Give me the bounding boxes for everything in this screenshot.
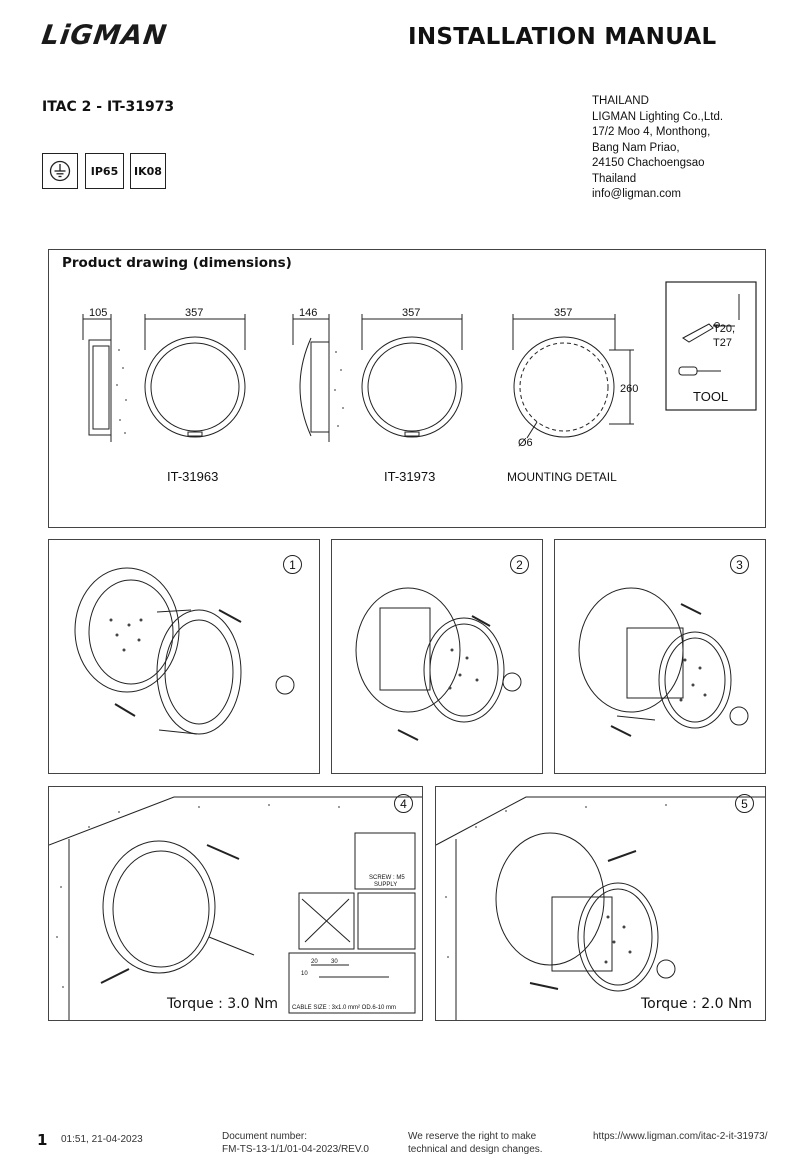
cable-dim: 30 — [331, 959, 338, 965]
step-4-illustration: SCREW : M5 SUPPLY 20 30 10 CABLE SIZE : … — [49, 796, 422, 1020]
address-line: Thailand — [592, 172, 637, 185]
cable-dim: 10 — [301, 971, 308, 977]
address-line: Bang Nam Priao, — [592, 141, 680, 154]
torque-label: Torque : 2.0 Nm — [641, 996, 753, 1012]
cable-dim: 20 — [311, 959, 318, 965]
step-number: 1 — [283, 555, 302, 574]
company-address: THAILAND LIGMAN Lighting Co.,Ltd. 17/2 M… — [592, 94, 723, 203]
doc-number-value: FM-TS-13-1/1/01-04-2023/REV.0 — [222, 1143, 369, 1155]
tool-label: TOOL — [693, 389, 728, 404]
screw-spec: SCREW : M5 — [369, 875, 405, 881]
step-3-panel: 3 — [554, 539, 766, 774]
footer-document-number: Document number: FM-TS-13-1/1/01-04-2023… — [222, 1131, 369, 1156]
ip-rating-badge: IP65 — [85, 153, 124, 189]
step-5-panel: 5 Torque : 2.0 Nm — [435, 786, 766, 1021]
page-number: 1 — [37, 1131, 48, 1149]
dim-label: Ø6 — [518, 437, 533, 449]
step-1-panel: 1 — [48, 539, 320, 774]
mounting-label: MOUNTING DETAIL — [507, 470, 617, 484]
step-3-illustration — [578, 587, 749, 737]
document-title: INSTALLATION MANUAL — [408, 24, 717, 50]
dim-label: 260 — [620, 383, 638, 395]
product-drawing-panel: Product drawing (dimensions) — [48, 249, 766, 528]
address-line: 17/2 Moo 4, Monthong, — [592, 126, 711, 138]
step-number: 4 — [394, 794, 413, 813]
model-label: IT-31963 — [167, 469, 218, 484]
step-number: 3 — [730, 555, 749, 574]
footer-notice: We reserve the right to make technical a… — [408, 1131, 543, 1156]
dimension-drawings: 105 357 146 357 357 260 Ø6 T20, T27 IT-3… — [82, 281, 757, 484]
notice-line: technical and design changes. — [408, 1143, 543, 1155]
tool-size: T27 — [713, 337, 732, 349]
doc-number-label: Document number: — [222, 1131, 308, 1142]
step-2-panel: 2 — [331, 539, 543, 774]
model-label: IT-31973 — [384, 469, 435, 484]
step-5-illustration — [436, 796, 765, 1020]
dim-label: 105 — [89, 307, 107, 319]
dim-label: 146 — [299, 307, 317, 319]
dim-label: 357 — [554, 307, 572, 319]
notice-line: We reserve the right to make — [408, 1131, 537, 1142]
dim-label: 357 — [185, 307, 203, 319]
address-line: LIGMAN Lighting Co.,Ltd. — [592, 110, 724, 123]
panel-title: Product drawing (dimensions) — [62, 255, 292, 271]
address-line: THAILAND — [592, 95, 649, 107]
step-1-illustration — [74, 567, 295, 735]
footer-url[interactable]: https://www.ligman.com/itac-2-it-31973/ — [593, 1131, 768, 1142]
step-2-illustration — [355, 587, 522, 741]
ground-symbol-icon — [42, 153, 78, 189]
ik-rating-badge: IK08 — [130, 153, 166, 189]
step-number: 2 — [510, 555, 529, 574]
tool-size: T20, — [713, 323, 735, 335]
product-code: ITAC 2 - IT-31973 — [42, 99, 175, 115]
cable-size: CABLE SIZE : 3x1.0 mm² OD.6-10 mm — [292, 1005, 396, 1011]
ligman-logo: LiGMAN — [39, 20, 170, 51]
screw-supply: SUPPLY — [374, 882, 397, 888]
step-number: 5 — [735, 794, 754, 813]
torque-label: Torque : 3.0 Nm — [167, 996, 279, 1012]
dim-label: 357 — [402, 307, 420, 319]
step-4-panel: 4 SCREW : M5 SUPPLY 20 30 — [48, 786, 423, 1021]
address-email[interactable]: info@ligman.com — [592, 188, 682, 200]
address-line: 24150 Chachoengsao — [592, 157, 705, 169]
footer-datetime: 01:51, 21-04-2023 — [61, 1134, 143, 1145]
